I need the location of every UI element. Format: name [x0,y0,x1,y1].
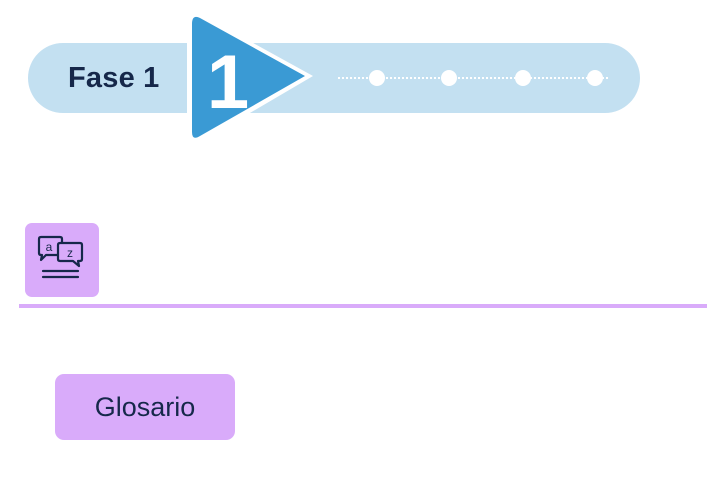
phase-number: 1 [207,40,249,125]
phase-step-dot [369,70,385,86]
phase-step-dot [441,70,457,86]
phase-step-dot [515,70,531,86]
glossary-icon-tile: a z [25,223,99,297]
play-triangle-icon: 1 [187,11,313,146]
section-divider [19,304,707,308]
phase-step-dot [587,70,603,86]
phase-label: Fase 1 [68,62,160,94]
icon-letter-z: z [67,246,73,260]
phase-number-badge: 1 [175,4,325,154]
phase-track-line [338,77,608,79]
icon-letter-a: a [46,240,53,254]
phase-progress-bar: Fase 1 [28,43,640,113]
glossary-button[interactable]: Glosario [55,374,235,440]
dictionary-speech-bubbles-icon: a z [37,235,84,279]
